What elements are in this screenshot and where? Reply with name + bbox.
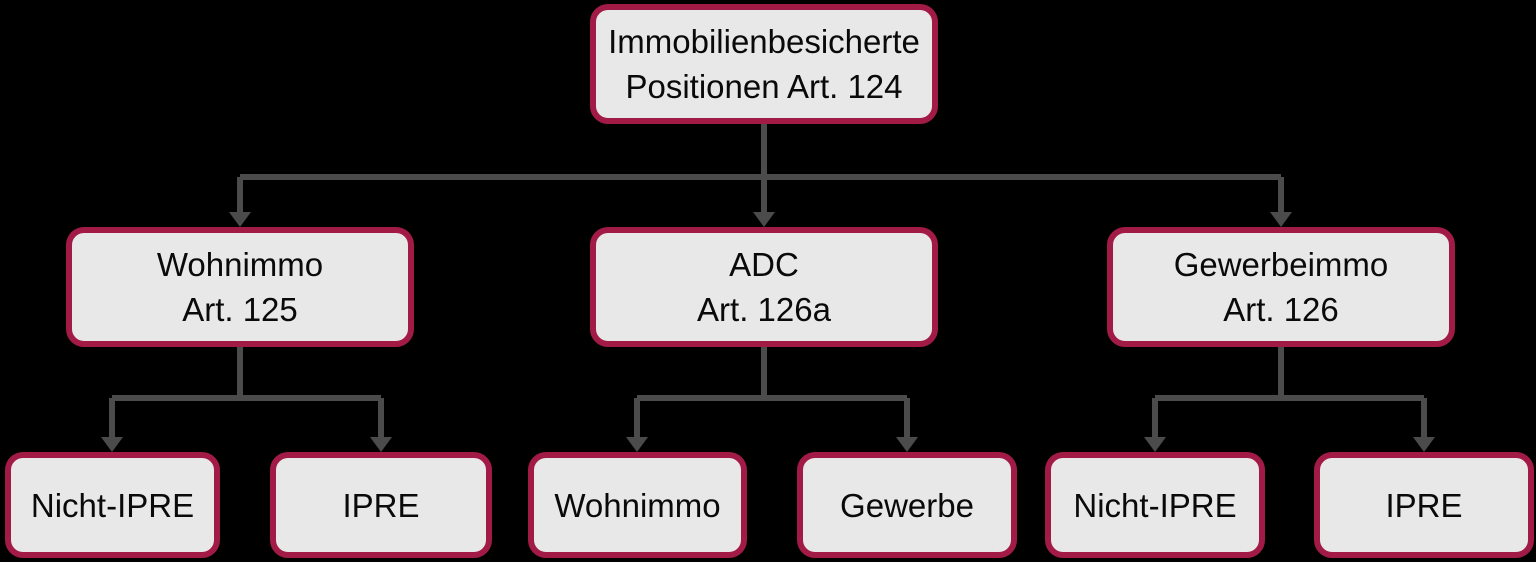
node-label: ADC (729, 246, 799, 283)
node-wohnimmo-art-125: Wohnimmo Art. 125 (66, 227, 414, 347)
node-root-art-124: Immobilienbesicherte Positionen Art. 124 (590, 4, 938, 124)
arrowhead-icon (229, 212, 251, 227)
node-sublabel: Art. 126 (1223, 291, 1339, 328)
connector-gewerbeimmo-to-children (1152, 347, 1427, 438)
node-gewerbeimmo-ipre: IPRE (1314, 452, 1534, 558)
node-label: IPRE (342, 486, 420, 524)
node-sublabel: Art. 125 (182, 291, 298, 328)
node-label: Wohnimmo (156, 246, 324, 283)
node-label: Nicht-IPRE (30, 486, 195, 524)
node-label: Gewerbeimmo (1173, 246, 1389, 283)
node-sublabel: Art. 126a (697, 291, 831, 328)
node-gewerbeimmo-art-126: Gewerbeimmo Art. 126 (1107, 227, 1455, 347)
arrowhead-icon (1270, 212, 1292, 227)
connector-wohnimmo-to-children (109, 347, 384, 438)
node-label: Gewerbe (840, 486, 974, 524)
arrowhead-icon (101, 437, 123, 452)
node-label: Nicht-IPRE (1073, 486, 1237, 524)
arrowhead-icon (1413, 437, 1435, 452)
node-wohnimmo-nicht-ipre: Nicht-IPRE (5, 452, 220, 558)
node-gewerbeimmo-nicht-ipre: Nicht-IPRE (1045, 452, 1265, 558)
node-sublabel: Positionen Art. 124 (625, 68, 903, 105)
arrowhead-icon (753, 212, 775, 227)
node-label: IPRE (1385, 486, 1463, 524)
arrowhead-icon (1144, 437, 1166, 452)
arrowhead-icon (370, 437, 392, 452)
node-wohnimmo-ipre: IPRE (270, 452, 492, 558)
connector-root-to-level2 (237, 124, 1284, 214)
node-label: Immobilienbesicherte (608, 23, 920, 60)
node-adc-art-126a: ADC Art. 126a (590, 227, 938, 347)
node-adc-gewerbe: Gewerbe (797, 452, 1017, 558)
connector-adc-to-children (634, 347, 910, 438)
arrowhead-icon (896, 437, 918, 452)
arrowhead-icon (626, 437, 648, 452)
node-adc-wohnimmo: Wohnimmo (528, 452, 747, 558)
node-label: Wohnimmo (554, 486, 721, 524)
